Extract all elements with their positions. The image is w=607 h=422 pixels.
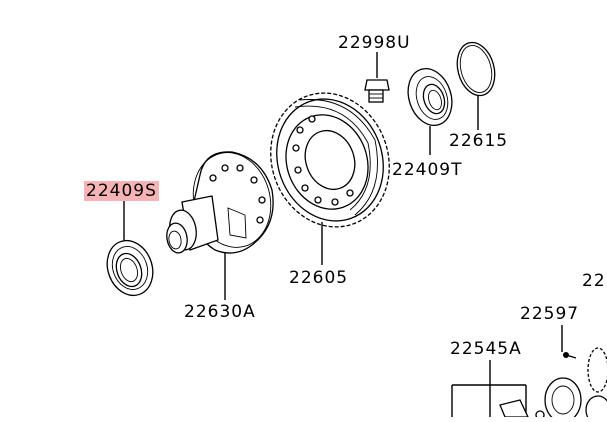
label-22409S[interactable]: 22409S — [84, 181, 159, 201]
bolt-22998U[interactable] — [364, 52, 390, 103]
label-22615[interactable]: 22615 — [449, 131, 509, 151]
oil-seal-22409T[interactable] — [401, 63, 459, 155]
oil-seal-22409S[interactable] — [100, 200, 160, 302]
label-22630A[interactable]: 22630A — [184, 302, 256, 322]
diff-case-22630A[interactable] — [165, 144, 282, 300]
label-22605[interactable]: 22605 — [289, 268, 349, 288]
part-22597[interactable] — [561, 325, 577, 359]
partial-gears-bottom-right — [499, 347, 607, 422]
ring-gear-22605[interactable] — [252, 76, 408, 265]
label-partial-22[interactable]: 22 — [582, 271, 606, 291]
o-ring-22615[interactable] — [452, 38, 501, 130]
label-22597[interactable]: 22597 — [520, 304, 580, 324]
label-22545A[interactable]: 22545A — [450, 339, 522, 359]
label-22409T[interactable]: 22409T — [392, 160, 463, 180]
label-22998U[interactable]: 22998U — [338, 33, 411, 53]
